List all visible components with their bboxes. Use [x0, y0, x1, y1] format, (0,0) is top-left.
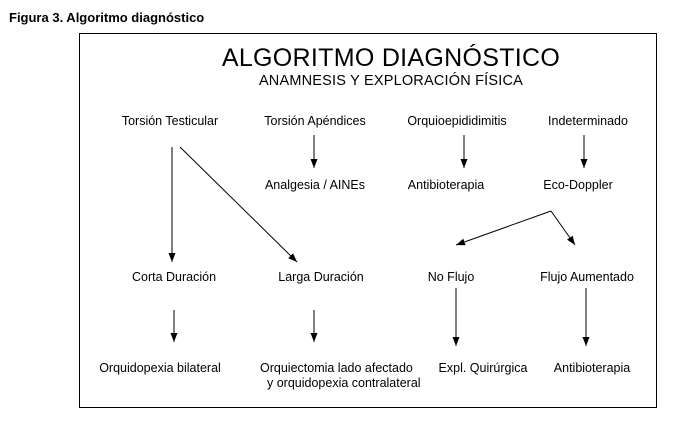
- node-indeterminado: Indeterminado: [548, 114, 628, 128]
- arrow-eco-doppler-to-no-flujo: [455, 210, 552, 246]
- node-no-flujo: No Flujo: [427, 270, 475, 284]
- node-corta-duracion: Corta Duración: [131, 270, 217, 284]
- node-antibioterapia-2: Antibioterapia: [553, 361, 631, 375]
- diagram-subtitle: ANAMNESIS Y EXPLORACIÓN FÍSICA: [258, 73, 524, 89]
- node-orquiectomia-line-1: Orquiectomia lado afectado: [260, 361, 413, 375]
- node-orquiectomia-line-2: y orquidopexia contralateral: [267, 376, 421, 390]
- diagram-title: ALGORITMO DIAGNÓSTICO: [221, 44, 561, 72]
- diagram-frame: [79, 33, 657, 408]
- figure-caption: Figura 3. Algoritmo diagnóstico: [9, 10, 205, 25]
- node-orquidopexia-bilateral: Orquidopexia bilateral: [99, 361, 221, 375]
- node-eco-doppler: Eco-Doppler: [543, 178, 613, 192]
- node-flujo-aumentado: Flujo Aumentado: [540, 270, 634, 284]
- node-antibioterapia-1: Antibioterapia: [407, 178, 485, 192]
- arrow-eco-doppler-to-flujo-aumentado: [550, 210, 576, 246]
- node-analgesia: Analgesia / AINEs: [264, 178, 366, 192]
- node-torsion-apendices: Torsión Apéndices: [264, 114, 366, 128]
- node-torsion-testicular: Torsión Testicular: [121, 114, 219, 128]
- arrow-torsion-testicular-to-larga-duracion: [179, 146, 298, 263]
- node-larga-duracion: Larga Duración: [278, 270, 364, 284]
- node-expl-quirurgica: Expl. Quirúrgica: [438, 361, 528, 375]
- node-orquioepididimitis: Orquioepididimitis: [407, 114, 507, 128]
- node-orquiectomia: Orquiectomia lado afectado y orquidopexi…: [260, 361, 421, 391]
